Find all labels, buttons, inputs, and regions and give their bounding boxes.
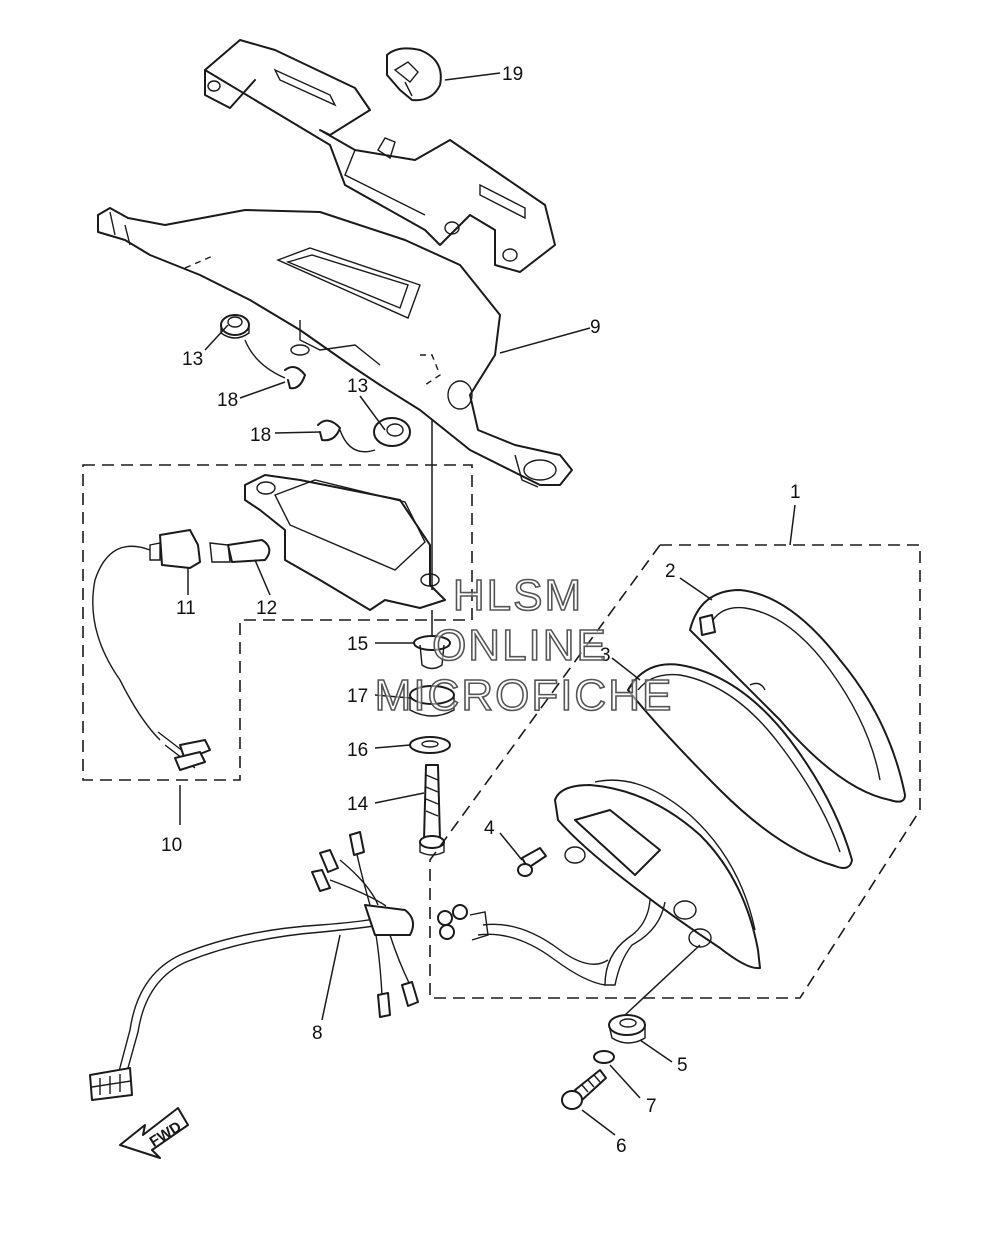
part-14-bolt <box>419 764 445 856</box>
callout-7: 7 <box>646 1096 657 1117</box>
callout-19: 19 <box>502 64 523 85</box>
callout-13-upper: 13 <box>182 349 203 370</box>
callout-11: 11 <box>176 598 196 619</box>
callout-9: 9 <box>590 317 601 338</box>
part-9-housing <box>97 207 573 488</box>
callout-5: 5 <box>677 1055 688 1076</box>
watermark-line-2: ONLINE <box>432 621 608 670</box>
part-12-bulb <box>209 539 271 563</box>
callout-4: 4 <box>484 818 495 839</box>
part-2-lens <box>689 589 906 803</box>
callout-14: 14 <box>347 794 369 815</box>
part-16-washer <box>409 736 451 754</box>
callout-17: 17 <box>347 686 368 707</box>
callout-3: 3 <box>600 645 611 666</box>
watermark-line-1: HLSM <box>453 571 583 620</box>
callout-15: 15 <box>347 634 368 655</box>
assembly-10-boundary <box>82 464 473 781</box>
callout-16: 16 <box>347 740 368 761</box>
callout-1: 1 <box>790 482 801 503</box>
part-18-clip-upper <box>244 339 306 390</box>
callout-6: 6 <box>616 1136 627 1157</box>
part-19-bracket <box>204 39 556 273</box>
part-8-wire-harness <box>89 831 419 1101</box>
callout-8: 8 <box>312 1023 323 1044</box>
callout-numbers: 19 9 13 18 13 18 11 12 15 17 16 14 10 1 … <box>161 64 801 1157</box>
part-17-grommet <box>409 685 455 717</box>
callout-10: 10 <box>161 835 182 856</box>
watermark-line-3: MICROFICHE <box>375 671 674 720</box>
callout-13-lower: 13 <box>347 376 368 397</box>
part-6-screw <box>561 1069 607 1110</box>
part-18-clip-lower <box>317 419 376 453</box>
callout-12: 12 <box>256 598 277 619</box>
part-5-grommet <box>608 1014 646 1044</box>
assembly-1-boundary <box>429 544 921 999</box>
callout-18-upper: 18 <box>217 390 238 411</box>
leader-lines <box>179 72 796 1136</box>
part-11-socket <box>92 529 211 771</box>
tail-lamp-body <box>437 779 761 986</box>
callout-2: 2 <box>665 561 676 582</box>
part-4-screw <box>517 847 547 877</box>
forward-direction-arrow: FWD <box>119 1107 189 1159</box>
part-13-grommet-lower <box>373 417 411 447</box>
part-19-clip <box>386 47 442 102</box>
watermark: HLSM ONLINE MICROFICHE <box>374 570 674 721</box>
license-lamp-body <box>244 474 446 611</box>
part-7-washer <box>593 1050 615 1064</box>
part-3-gasket <box>627 663 853 869</box>
part-13-grommet-upper <box>220 314 250 339</box>
callout-18-lower: 18 <box>250 425 271 446</box>
